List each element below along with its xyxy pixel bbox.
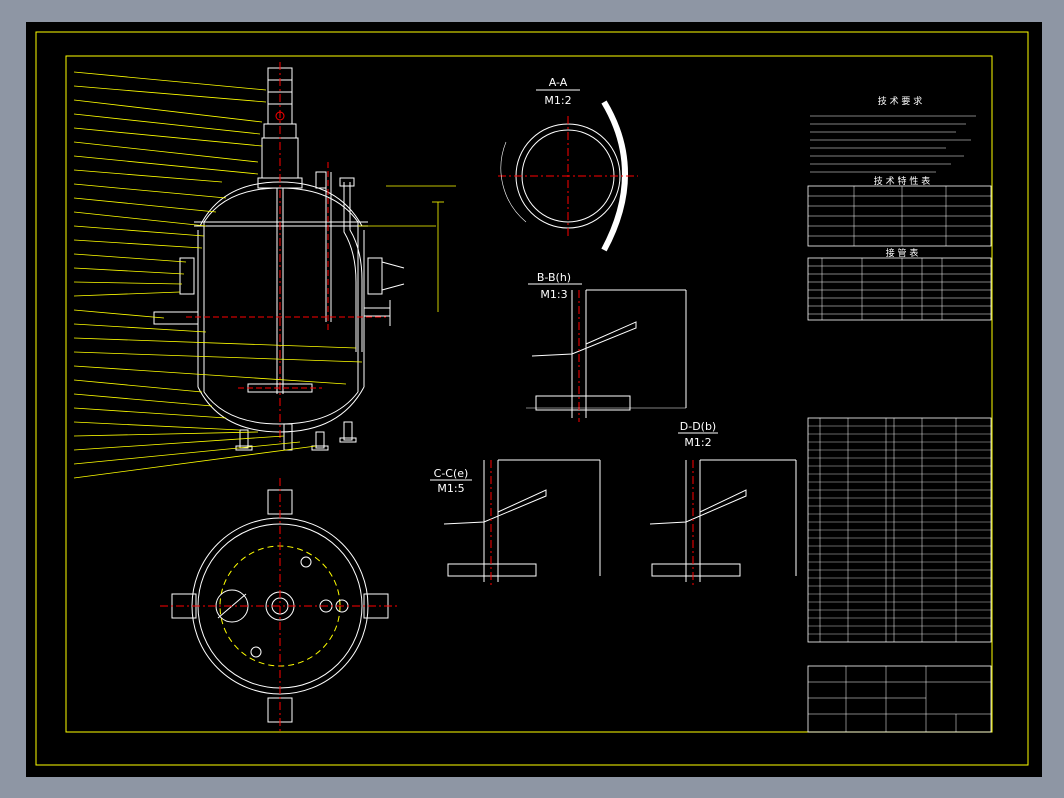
section-c-c-scale: M1:5 — [437, 482, 464, 495]
vessel-elevation — [153, 62, 405, 451]
leader-lines — [73, 71, 456, 479]
tech-characteristics-table: 技 术 特 性 表 — [807, 175, 992, 247]
section-a-a: A-A M1:2 — [498, 76, 638, 252]
section-d-d: D-D(b) M1:2 — [649, 420, 797, 586]
section-b-b-scale: M1:3 — [540, 288, 567, 301]
cad-drawing: A-A M1:2 B-B(h) M1:3 C-C(e) M1:5 — [35, 31, 1029, 766]
inner-frame — [65, 55, 993, 733]
title-block — [807, 665, 992, 733]
tech-requirements-block: 技 术 要 求 — [810, 95, 976, 173]
section-b-b-title: B-B(h) — [537, 271, 571, 284]
tech-characteristics-title: 技 术 特 性 表 — [874, 175, 930, 187]
section-c-c-title: C-C(e) — [434, 467, 469, 480]
section-a-a-title: A-A — [549, 76, 568, 89]
outer-frame — [35, 31, 1029, 766]
section-b-b: B-B(h) M1:3 — [526, 271, 687, 422]
section-d-d-scale: M1:2 — [684, 436, 711, 449]
tech-requirements-title: 技 术 要 求 — [878, 95, 923, 107]
parts-list-table — [807, 417, 992, 643]
section-d-d-title: D-D(b) — [680, 420, 716, 433]
section-c-c: C-C(e) M1:5 — [430, 459, 601, 586]
drawing-sheet: A-A M1:2 B-B(h) M1:3 C-C(e) M1:5 — [26, 22, 1042, 777]
section-a-a-scale: M1:2 — [544, 94, 571, 107]
nozzle-table-title: 接 管 表 — [886, 247, 919, 259]
nozzle-table: 接 管 表 — [807, 247, 992, 321]
vessel-plan-view — [160, 478, 400, 734]
